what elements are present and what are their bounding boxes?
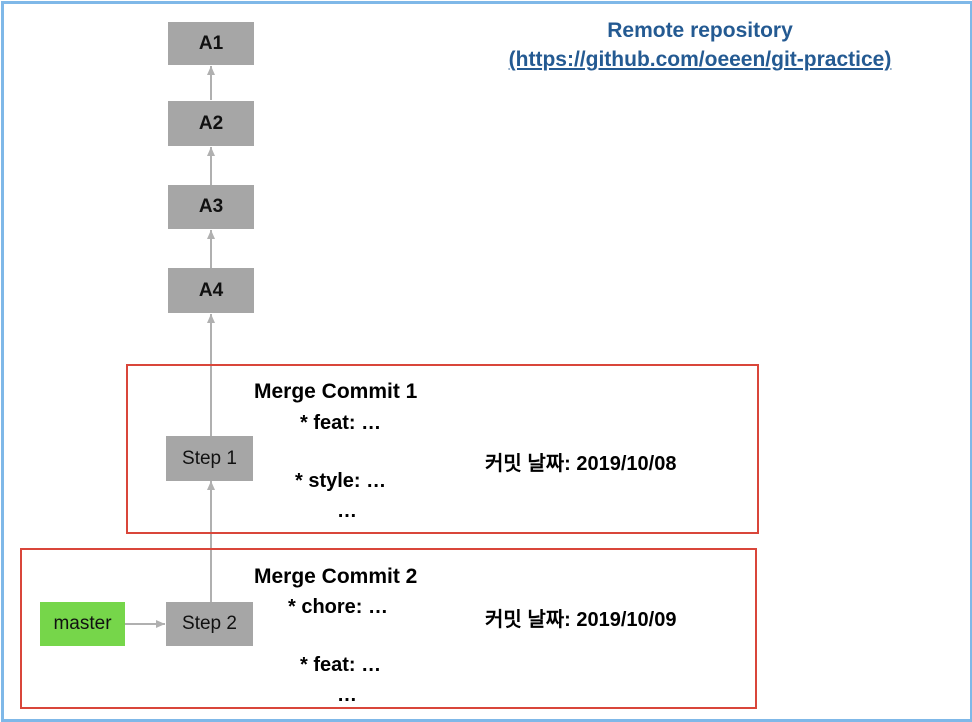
merge-commit-1-date: 커밋 날짜: 2019/10/08 bbox=[485, 453, 677, 475]
merge-commit-1-title: Merge Commit 1 bbox=[254, 380, 418, 403]
merge-commit-2-line-chore: * chore: … bbox=[288, 596, 389, 618]
remote-repository-url[interactable]: (https://github.com/oeeen/git-practice) bbox=[508, 48, 892, 71]
commit-a1[interactable]: A1 bbox=[168, 22, 254, 65]
commit-step-1[interactable]: Step 1 bbox=[166, 436, 253, 481]
commit-a3[interactable]: A3 bbox=[168, 185, 254, 229]
remote-repository-label: Remote repository (https://github.com/oe… bbox=[470, 16, 930, 74]
merge-commit-1-line-style: * style: … bbox=[295, 470, 387, 492]
merge-commit-1-ellipsis: … bbox=[337, 500, 357, 522]
merge-commit-1-box bbox=[126, 364, 759, 534]
merge-commit-2-ellipsis: … bbox=[337, 684, 357, 706]
remote-repository-title: Remote repository bbox=[607, 19, 793, 42]
commit-a2[interactable]: A2 bbox=[168, 101, 254, 146]
merge-commit-1-line-feat: * feat: … bbox=[300, 412, 382, 434]
commit-step-2[interactable]: Step 2 bbox=[166, 602, 253, 646]
merge-commit-2-title: Merge Commit 2 bbox=[254, 565, 418, 588]
commit-a4[interactable]: A4 bbox=[168, 268, 254, 313]
merge-commit-2-line-feat: * feat: … bbox=[300, 654, 382, 676]
merge-commit-2-box bbox=[20, 548, 757, 709]
merge-commit-2-date: 커밋 날짜: 2019/10/09 bbox=[485, 609, 677, 631]
master-branch-label[interactable]: master bbox=[40, 602, 125, 646]
